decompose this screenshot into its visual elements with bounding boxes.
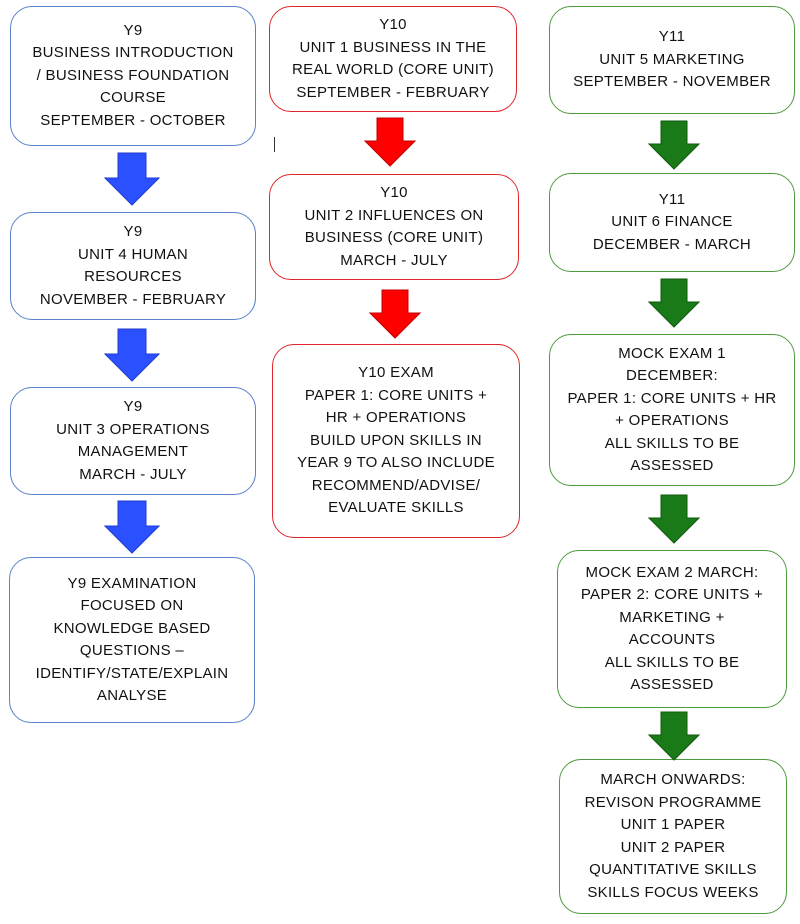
text-cursor — [274, 137, 275, 152]
y10-down-arrow-icon — [364, 117, 416, 167]
y9-examination-box: Y9 EXAMINATION FOCUSED ON KNOWLEDGE BASE… — [9, 557, 255, 723]
y9-foundation-course-box: Y9 BUSINESS INTRODUCTION / BUSINESS FOUN… — [10, 6, 256, 146]
y11-down-arrow-icon — [648, 278, 700, 328]
y10-exam-box: Y10 EXAM PAPER 1: CORE UNITS + HR + OPER… — [272, 344, 520, 538]
y11-down-arrow-icon — [648, 120, 700, 170]
box-text: Y9 UNIT 4 HUMAN RESOURCES NOVEMBER - FEB… — [39, 223, 227, 308]
y10-unit2-box: Y10 UNIT 2 INFLUENCES ON BUSINESS (CORE … — [269, 174, 519, 280]
revision-programme-box: MARCH ONWARDS: REVISON PROGRAMME UNIT 1 … — [559, 759, 787, 914]
box-text: Y10 UNIT 2 INFLUENCES ON BUSINESS (CORE … — [304, 184, 484, 269]
y11-down-arrow-icon — [648, 711, 700, 761]
mock-exam-1-box: MOCK EXAM 1 DECEMBER: PAPER 1: CORE UNIT… — [549, 334, 795, 486]
y11-down-arrow-icon — [648, 494, 700, 544]
box-text: Y10 UNIT 1 BUSINESS IN THE REAL WORLD (C… — [292, 16, 494, 101]
y9-operations-box: Y9 UNIT 3 OPERATIONS MANAGEMENT MARCH - … — [10, 387, 256, 495]
box-text: MOCK EXAM 1 DECEMBER: PAPER 1: CORE UNIT… — [567, 344, 777, 475]
box-text: Y10 EXAM PAPER 1: CORE UNITS + HR + OPER… — [297, 364, 495, 517]
mock-exam-2-box: MOCK EXAM 2 MARCH: PAPER 2: CORE UNITS +… — [557, 550, 787, 708]
box-text: Y11 UNIT 5 MARKETING SEPTEMBER - NOVEMBE… — [573, 28, 771, 91]
y10-unit1-box: Y10 UNIT 1 BUSINESS IN THE REAL WORLD (C… — [269, 6, 517, 112]
y11-marketing-box: Y11 UNIT 5 MARKETING SEPTEMBER - NOVEMBE… — [549, 6, 795, 114]
y10-down-arrow-icon — [369, 289, 421, 339]
y9-human-resources-box: Y9 UNIT 4 HUMAN RESOURCES NOVEMBER - FEB… — [10, 212, 256, 320]
box-text: MARCH ONWARDS: REVISON PROGRAMME UNIT 1 … — [584, 771, 762, 901]
y11-finance-box: Y11 UNIT 6 FINANCE DECEMBER - MARCH — [549, 173, 795, 272]
y9-down-arrow-icon — [104, 328, 160, 382]
box-text: Y9 BUSINESS INTRODUCTION / BUSINESS FOUN… — [32, 21, 234, 129]
y9-down-arrow-icon — [104, 152, 160, 206]
y9-down-arrow-icon — [104, 500, 160, 554]
box-text: Y11 UNIT 6 FINANCE DECEMBER - MARCH — [592, 190, 752, 253]
box-text: MOCK EXAM 2 MARCH: PAPER 2: CORE UNITS +… — [580, 563, 764, 694]
box-text: Y9 EXAMINATION FOCUSED ON KNOWLEDGE BASE… — [35, 574, 229, 705]
box-text: Y9 UNIT 3 OPERATIONS MANAGEMENT MARCH - … — [56, 398, 210, 483]
